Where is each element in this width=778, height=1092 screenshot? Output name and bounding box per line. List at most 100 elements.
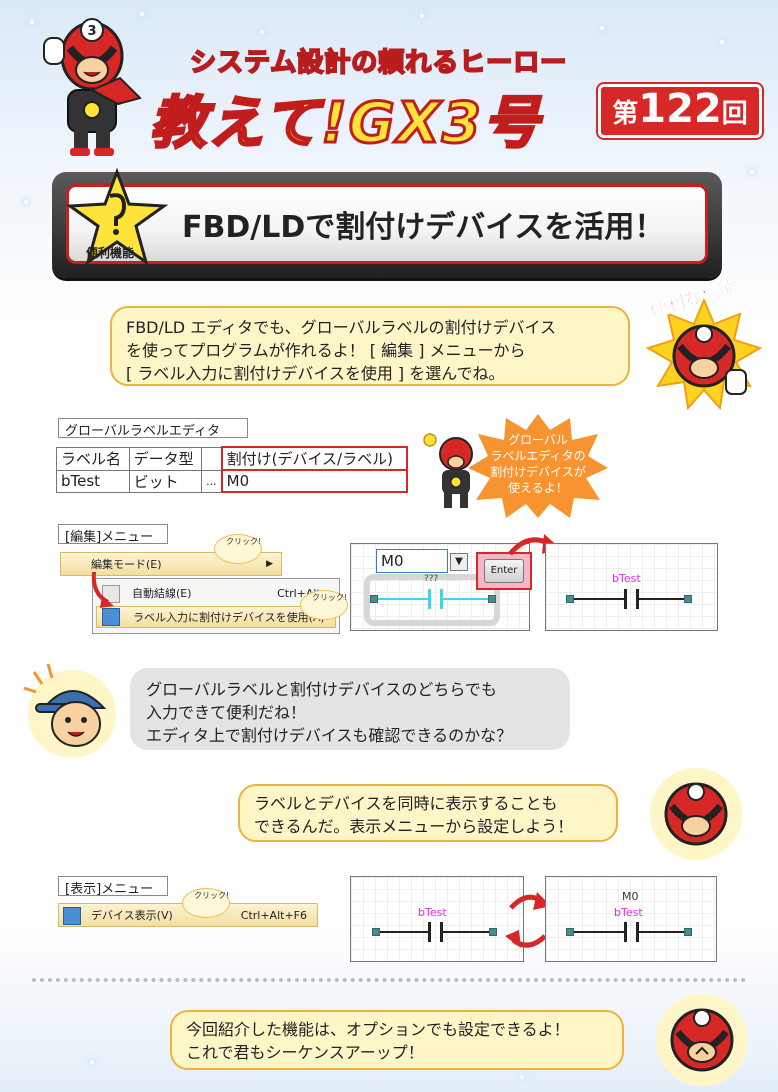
sparkle	[260, 30, 264, 34]
hero-face-icon	[656, 994, 748, 1086]
unknown-label: ???	[424, 574, 439, 584]
header-title: 教えて!GX3号	[149, 90, 541, 158]
label-name: bTest	[614, 906, 643, 919]
click-hint	[182, 888, 230, 918]
column-header-assigned: 割付け(デバイス/ラベル)	[220, 446, 409, 471]
ladder-node	[372, 928, 380, 936]
final-line: これで君もシーケンスアーップ！	[186, 1043, 424, 1062]
table-cell[interactable]: ...	[201, 469, 223, 493]
edit-menu-title: [編集]メニュー	[58, 524, 168, 545]
table-cell-assigned[interactable]: M0	[220, 469, 409, 493]
click-label: クリック!	[226, 537, 262, 546]
device-label-icon	[102, 608, 120, 626]
contact-bar	[440, 922, 443, 942]
table-cell[interactable]: ビット	[128, 469, 203, 493]
banner-tag: 便利機能	[86, 246, 135, 260]
starburst-line: 割付けデバイスが	[490, 465, 586, 479]
ladder-node	[370, 595, 378, 603]
column-header	[201, 446, 223, 471]
sparkle	[600, 26, 604, 30]
contact-bar	[636, 589, 639, 609]
hero-lightbulb-icon	[423, 433, 473, 508]
section-divider	[32, 978, 746, 982]
label-only: bTest	[418, 906, 447, 919]
ladder-wire	[443, 598, 488, 600]
sparkle	[140, 12, 144, 16]
sparkle	[30, 20, 34, 24]
hero-line: できるんだ。表示メニューから設定しよう！	[254, 817, 574, 836]
banner-title: FBD/LDで割付けデバイスを活用！	[182, 210, 665, 245]
click-label: クリック!	[194, 891, 230, 900]
ladder-wire	[574, 931, 624, 933]
kid-line: エディタ上で割付けデバイスも確認できるのかな？	[146, 726, 513, 745]
click-hint	[300, 590, 348, 620]
ladder-node	[489, 928, 497, 936]
hero-line: ラベルとデバイスを同時に表示することも	[254, 794, 558, 813]
ladder-wire	[574, 598, 624, 600]
contact-bar	[428, 922, 431, 942]
ladder-node	[684, 595, 692, 603]
ladder-label-panel	[350, 876, 524, 962]
episode-number: 122	[638, 86, 722, 132]
intro-line: [ ラベル入力に割付けデバイスを使用 ] を選んでね。	[126, 364, 505, 383]
ladder-wire	[380, 931, 428, 933]
table-cell[interactable]: bTest	[56, 469, 130, 493]
star-badge-icon	[65, 168, 169, 266]
hero-pointing-icon	[645, 297, 763, 411]
hero-mascot-icon: 3	[43, 18, 142, 156]
contact-bar	[428, 589, 431, 609]
intro-line: FBD/LD エディタでも、グローバルラベルの割付けデバイス	[126, 318, 556, 337]
chevron-right-icon: ▶	[266, 559, 273, 569]
topic-banner: 便利機能 FBD/LDで割付けデバイスを活用！	[52, 168, 722, 278]
starburst-line: 使えるよ！	[508, 481, 568, 495]
contact-bar	[440, 589, 443, 609]
ladder-node	[566, 595, 574, 603]
menu-item-use-assigned-device[interactable]: ラベル入力に割付けデバイスを使用(A)	[96, 606, 336, 628]
sparkle	[24, 200, 28, 204]
red-arrow-icon	[91, 571, 114, 608]
table-header-row: ラベル名 データ型 割付け(デバイス/ラベル)	[56, 446, 409, 471]
ladder-node	[684, 928, 692, 936]
result-label: bTest	[612, 572, 641, 585]
device-input-field[interactable]: M0	[376, 549, 448, 573]
device-display-icon	[63, 907, 81, 925]
sparkle	[420, 14, 424, 18]
episode-suffix: 回	[721, 99, 748, 129]
starburst-note: グローバル ラベルエディタの 割付けデバイスが 使えるよ！	[478, 432, 598, 496]
contact-bar	[624, 589, 627, 609]
episode-badge: 第 122 回	[598, 84, 762, 138]
dropdown-arrow-icon[interactable]: ▼	[450, 553, 468, 571]
enter-button[interactable]: Enter	[484, 559, 524, 583]
hero-face-icon	[650, 768, 742, 860]
view-menu-title: [表示]メニュー	[58, 876, 168, 897]
sparkle	[90, 1060, 94, 1064]
hero-badge-number: 3	[87, 24, 96, 39]
selection-frame	[364, 574, 500, 626]
header: 3 システム設計の頼れるヒーロー 教えて!GX3号 第 122 回	[0, 0, 778, 160]
kid-line: 入力できて便利だね！	[146, 703, 307, 722]
auto-connect-icon	[102, 585, 120, 603]
kid-line: グローバルラベルと割付けデバイスのどちらでも	[146, 680, 497, 699]
starburst-line: ラベルエディタの	[490, 449, 586, 463]
final-bubble: 今回紹介した機能は、オプションでも設定できるよ！ これで君もシーケンスアーップ！	[170, 1010, 624, 1070]
ladder-wire	[639, 598, 684, 600]
episode-prefix: 第	[612, 99, 639, 129]
table-row: bTest ビット ... M0	[56, 469, 409, 493]
ladder-device-label-panel	[545, 876, 717, 962]
starburst-line: グローバル	[508, 433, 568, 447]
intro-line: を使ってプログラムが作れるよ！ [ 編集 ] メニューから	[126, 341, 526, 360]
ladder-wire	[443, 931, 489, 933]
sparkle	[520, 1075, 524, 1079]
hero-bubble-2: ラベルとデバイスを同時に表示することも できるんだ。表示メニューから設定しよう！	[238, 784, 618, 842]
ladder-result-panel	[545, 543, 718, 631]
kid-bubble: グローバルラベルと割付けデバイスのどちらでも 入力できて便利だね！ エディタ上で…	[130, 668, 570, 750]
contact-bar	[636, 922, 639, 942]
global-label-editor-title: グローバルラベルエディタ	[58, 418, 248, 439]
click-label: クリック!	[312, 593, 348, 602]
header-subtitle: システム設計の頼れるヒーロー	[189, 47, 568, 79]
column-header: ラベル名	[56, 446, 130, 471]
kid-avatar-icon	[23, 663, 116, 758]
menu-item-label: 自動結線(E)	[132, 587, 192, 600]
intro-bubble: FBD/LD エディタでも、グローバルラベルの割付けデバイス を使ってプログラム…	[110, 306, 630, 386]
starburst-note-shape	[468, 414, 608, 518]
